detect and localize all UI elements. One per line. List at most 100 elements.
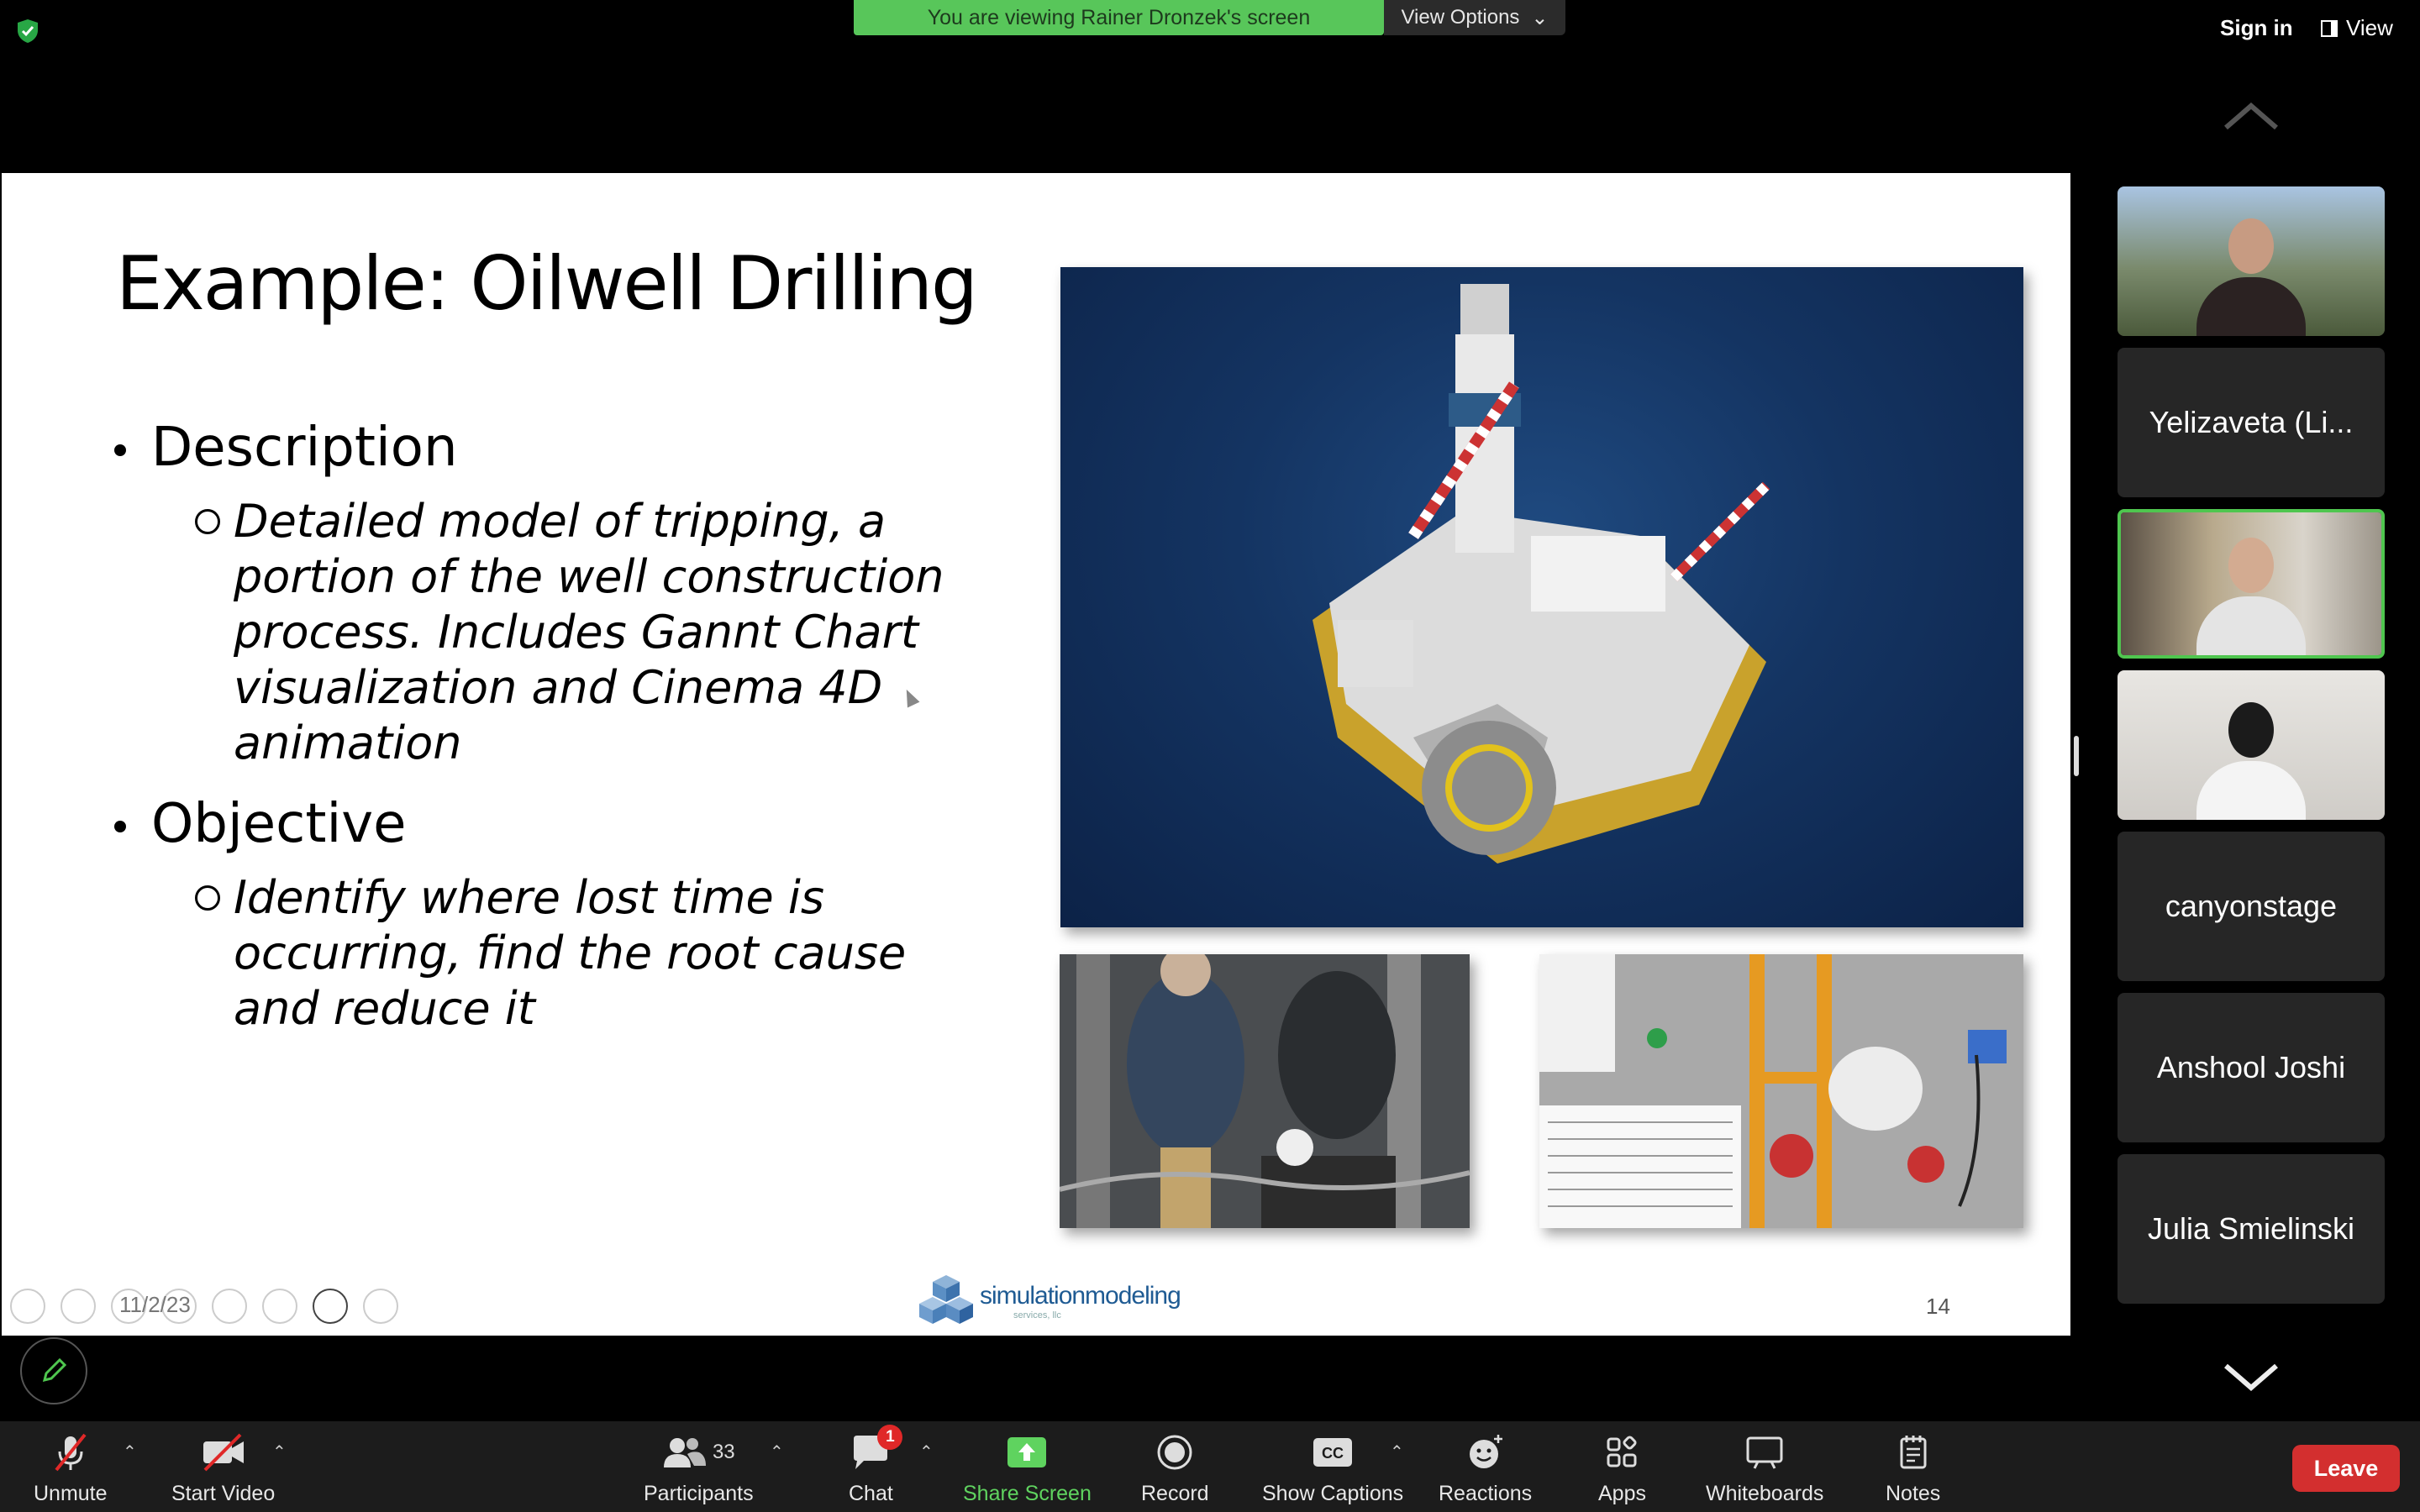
participant-tile-active-speaker[interactable] (2118, 509, 2385, 659)
share-screen-icon (1006, 1431, 1048, 1473)
participant-silhouette (2196, 694, 2306, 820)
bullet-heading: Objective (151, 793, 407, 855)
participant-body (2196, 761, 2306, 820)
oil-rig-illustration (1313, 284, 1770, 864)
participants-icon: 33 (662, 1431, 735, 1473)
apps-button[interactable]: Apps (1598, 1431, 1646, 1506)
participant-name: Julia Smielinski (2147, 1211, 2355, 1246)
start-video-label: Start Video (171, 1482, 276, 1505)
cube-logo-icon (919, 1275, 973, 1324)
sub-bullet-objective: Identify where lost time is occurring, f… (195, 870, 960, 1037)
notes-label: Notes (1886, 1482, 1941, 1505)
closed-captions-icon: CC (1312, 1431, 1354, 1473)
chat-unread-badge: 1 (877, 1425, 903, 1450)
oil-rig-photo (1060, 267, 2023, 927)
previous-slide-icon[interactable] (10, 1289, 45, 1324)
view-button[interactable]: View (2321, 15, 2393, 41)
chat-button[interactable]: 1 Chat (849, 1425, 903, 1506)
viewing-screen-banner: You are viewing Rainer Dronzek's screen (854, 0, 1384, 35)
view-options-label: View Options (1401, 6, 1520, 29)
pen-tool-icon[interactable] (111, 1289, 146, 1324)
bullet-dot (114, 444, 126, 457)
participant-tile[interactable] (2118, 670, 2385, 820)
camera-icon[interactable] (313, 1289, 348, 1324)
whiteboards-label: Whiteboards (1706, 1482, 1824, 1505)
share-screen-label: Share Screen (963, 1482, 1092, 1505)
participant-video (2118, 186, 2385, 336)
slide-title: Example: Oilwell Drilling (116, 240, 978, 327)
smiley-icon (1466, 1431, 1505, 1473)
subtitles-icon[interactable] (262, 1289, 297, 1324)
participant-head (2228, 218, 2274, 274)
start-video-button[interactable]: Start Video (171, 1431, 275, 1506)
participant-name: canyonstage (2165, 889, 2338, 923)
record-button[interactable]: Record (1141, 1431, 1209, 1506)
participant-name: Yelizaveta (Li... (2149, 405, 2354, 439)
participant-silhouette (2196, 529, 2306, 655)
show-captions-button[interactable]: CC Show Captions (1262, 1431, 1403, 1506)
annotate-pen-button[interactable] (20, 1337, 87, 1404)
participant-tile[interactable]: Anshool Joshi (2118, 993, 2385, 1142)
chat-caret-icon[interactable]: ⌃ (919, 1443, 934, 1462)
drill-floor-illustration (1060, 954, 1470, 1228)
notes-icon (1897, 1431, 1930, 1473)
leave-button[interactable]: Leave (2292, 1445, 2400, 1492)
slide-date: 11/2/23 (119, 1292, 191, 1317)
participant-head (2228, 702, 2274, 758)
chevron-down-icon: ⌄ (1531, 6, 1549, 29)
sub-bullet-text: Detailed model of tripping, a portion of… (234, 495, 944, 769)
notes-button[interactable]: Notes (1886, 1431, 1940, 1506)
drill-floor-photo (1060, 954, 1470, 1228)
participant-tile[interactable]: canyonstage (2118, 832, 2385, 981)
participant-head (2228, 538, 2274, 593)
unmute-label: Unmute (34, 1482, 108, 1505)
record-label: Record (1141, 1482, 1209, 1505)
sub-bullet-circle (195, 509, 220, 534)
chat-label: Chat (849, 1482, 893, 1505)
participant-body (2196, 277, 2306, 336)
captions-icon-text: CC (1322, 1445, 1344, 1462)
animation-illustration (1539, 954, 2023, 1228)
next-slide-icon[interactable] (60, 1289, 96, 1324)
participants-caret-icon[interactable]: ⌃ (770, 1443, 784, 1462)
zoom-icon[interactable] (212, 1289, 247, 1324)
video-options-caret-icon[interactable]: ⌃ (272, 1443, 287, 1462)
muted-microphone-icon (50, 1431, 92, 1473)
participant-video (2118, 670, 2385, 820)
slides-grid-icon[interactable] (161, 1289, 197, 1324)
show-captions-label: Show Captions (1262, 1482, 1404, 1505)
chevron-up-icon[interactable] (2221, 99, 2281, 133)
reactions-label: Reactions (1439, 1482, 1533, 1505)
sign-in-button[interactable]: Sign in (2220, 15, 2293, 40)
participant-tile[interactable]: Yelizaveta (Li... (2118, 348, 2385, 497)
record-icon (1156, 1431, 1193, 1473)
captions-caret-icon[interactable]: ⌃ (1390, 1443, 1404, 1462)
participant-body (2196, 596, 2306, 655)
apps-label: Apps (1598, 1482, 1646, 1505)
participant-name: Anshool Joshi (2156, 1050, 2346, 1084)
reactions-button[interactable]: Reactions (1439, 1431, 1532, 1506)
participant-tile[interactable] (2118, 186, 2385, 336)
video-off-icon (198, 1431, 249, 1473)
security-shield-icon[interactable] (17, 18, 39, 44)
participant-silhouette (2196, 210, 2306, 336)
view-options-button[interactable]: View Options ⌄ (1384, 0, 1565, 35)
logo-subtext: services, llc (1013, 1310, 1061, 1320)
chevron-down-icon[interactable] (2221, 1361, 2281, 1394)
participants-button[interactable]: 33 Participants (644, 1431, 754, 1506)
more-options-icon[interactable] (363, 1289, 398, 1324)
shared-screen: Example: Oilwell Drilling Description De… (2, 173, 2070, 1336)
share-screen-button[interactable]: Share Screen (963, 1431, 1092, 1506)
company-logo: simulationmodeling services, llc (918, 1273, 1181, 1329)
participant-tile[interactable]: Julia Smielinski (2118, 1154, 2385, 1304)
animation-screenshot (1539, 954, 2023, 1228)
viewing-screen-text: You are viewing Rainer Dronzek's screen (927, 5, 1311, 29)
logo-text: simulationmodeling (980, 1282, 1181, 1310)
gallery-resize-handle[interactable] (2074, 736, 2079, 776)
audio-options-caret-icon[interactable]: ⌃ (123, 1443, 137, 1462)
whiteboards-button[interactable]: Whiteboards (1706, 1431, 1823, 1506)
pencil-icon (42, 1357, 67, 1383)
participants-count: 33 (712, 1441, 735, 1463)
apps-icon (1605, 1431, 1639, 1473)
unmute-button[interactable]: Unmute (34, 1431, 108, 1506)
